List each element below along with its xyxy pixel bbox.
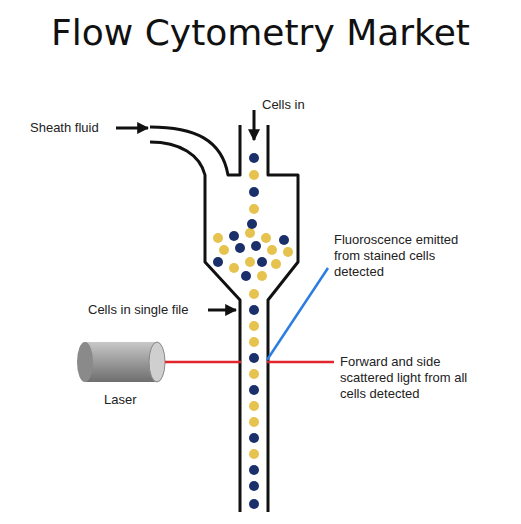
cell-dot	[249, 337, 259, 347]
cell-dot	[249, 369, 259, 379]
fluorescence-beam	[267, 268, 328, 360]
cell-dot	[249, 187, 259, 197]
callout-label: Cells in single file	[88, 302, 204, 318]
cell-dot	[249, 289, 259, 299]
cell-dot	[219, 245, 229, 255]
callout-label: Fluoroscence emitted from stained cells …	[334, 232, 474, 280]
flow-cell-walls	[150, 125, 298, 512]
cell-dot	[283, 247, 293, 257]
cell-dot	[213, 233, 223, 243]
callout-label: Cells in	[262, 97, 332, 113]
callout-label: Forward and side scattered light from al…	[340, 354, 468, 402]
sheath-arrow	[116, 127, 148, 130]
cell-dot	[249, 385, 259, 395]
cell-dot	[249, 417, 259, 427]
cell-dot	[251, 241, 261, 251]
sheath-pipe-upper	[150, 125, 240, 175]
cell-dot	[261, 233, 271, 243]
cell-dot	[267, 245, 277, 255]
cell-dot	[271, 259, 281, 269]
cell-dot	[249, 204, 259, 214]
single-file-arrow	[208, 309, 236, 312]
cell-dot	[257, 257, 267, 267]
light-paths	[165, 268, 334, 362]
cell-dot	[245, 228, 255, 238]
cell-dot	[235, 243, 245, 253]
cell-dot	[249, 449, 259, 459]
cell-dot	[249, 481, 259, 491]
cell-dot	[247, 219, 257, 229]
laser-front	[149, 342, 165, 382]
cell-dot	[249, 305, 259, 315]
cell-dot	[249, 433, 259, 443]
pointer-arrows	[116, 110, 254, 310]
scatter-beam	[267, 361, 334, 364]
cell-dot	[213, 257, 223, 267]
cell-dot	[249, 321, 259, 331]
left-wall	[150, 142, 240, 512]
cell-dot	[245, 257, 255, 267]
laser-back	[77, 342, 93, 382]
laser-body	[77, 342, 165, 382]
cell-dot	[249, 465, 259, 475]
cells-in-arrow	[253, 110, 256, 140]
cell-dot	[249, 499, 259, 509]
laser-cylinder	[85, 342, 157, 382]
cell-dot	[249, 401, 259, 411]
cell-dot	[241, 271, 251, 281]
laser-beam	[165, 361, 241, 364]
cells	[213, 153, 293, 509]
cell-dot	[257, 271, 267, 281]
cell-dot	[249, 153, 259, 163]
callout-label: Laser	[104, 392, 164, 408]
cell-dot	[249, 170, 259, 180]
cell-dot	[279, 235, 289, 245]
cell-dot	[249, 353, 259, 363]
cell-dot	[229, 263, 239, 273]
page-title: Flow Cytometry Market	[0, 12, 521, 53]
cell-dot	[229, 231, 239, 241]
callout-label: Sheath fluid	[30, 120, 114, 136]
